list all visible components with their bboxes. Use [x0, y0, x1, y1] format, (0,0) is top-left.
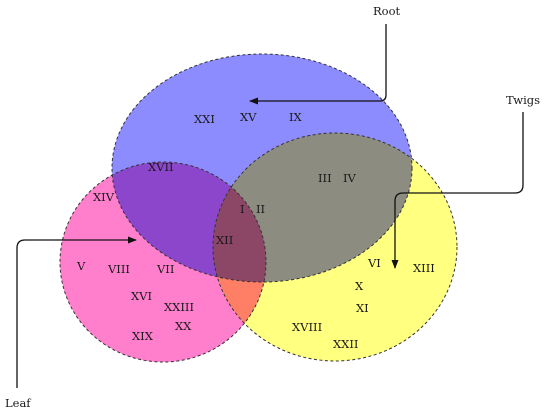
- element-label: VII: [156, 262, 174, 276]
- element-label: XIX: [132, 329, 154, 343]
- twigs-outline: [212, 132, 458, 362]
- element-label: III: [318, 171, 332, 185]
- element-label: XII: [216, 233, 233, 247]
- element-labels: XXI XV IX XVII III IV I II XII XIV V VII…: [76, 110, 435, 351]
- root-callout-label: Root: [373, 4, 401, 18]
- element-label: I: [240, 202, 245, 216]
- element-label: XVII: [148, 160, 174, 174]
- twigs-arrow: [391, 112, 524, 269]
- set-fills: [60, 54, 457, 362]
- element-label: II: [256, 202, 265, 216]
- element-label: XV: [240, 110, 257, 124]
- element-label: IX: [289, 110, 303, 124]
- leaf-callout-label: Leaf: [5, 396, 31, 410]
- element-label: XXIII: [164, 300, 194, 314]
- element-label: XVI: [131, 289, 152, 303]
- element-label: X: [355, 279, 364, 293]
- root-set: [112, 54, 412, 282]
- element-label: VIII: [107, 262, 130, 276]
- element-label: XIV: [93, 190, 115, 204]
- element-label: XI: [356, 301, 369, 315]
- set-outlines: [59, 53, 458, 363]
- root-outline: [111, 53, 413, 283]
- element-label: XXII: [333, 337, 358, 351]
- element-label: XVIII: [292, 320, 322, 334]
- leaf-arrow: [16, 236, 137, 388]
- root-arrow: [249, 24, 387, 105]
- element-label: VI: [367, 256, 381, 270]
- element-label: XX: [175, 319, 192, 333]
- leaf-outline: [59, 161, 267, 363]
- element-label: V: [76, 259, 86, 273]
- element-label: XXI: [194, 112, 215, 126]
- element-label: XIII: [413, 261, 435, 275]
- callouts: Root Twigs Leaf: [5, 4, 540, 410]
- element-label: IV: [343, 171, 357, 185]
- twigs-callout-label: Twigs: [506, 93, 540, 107]
